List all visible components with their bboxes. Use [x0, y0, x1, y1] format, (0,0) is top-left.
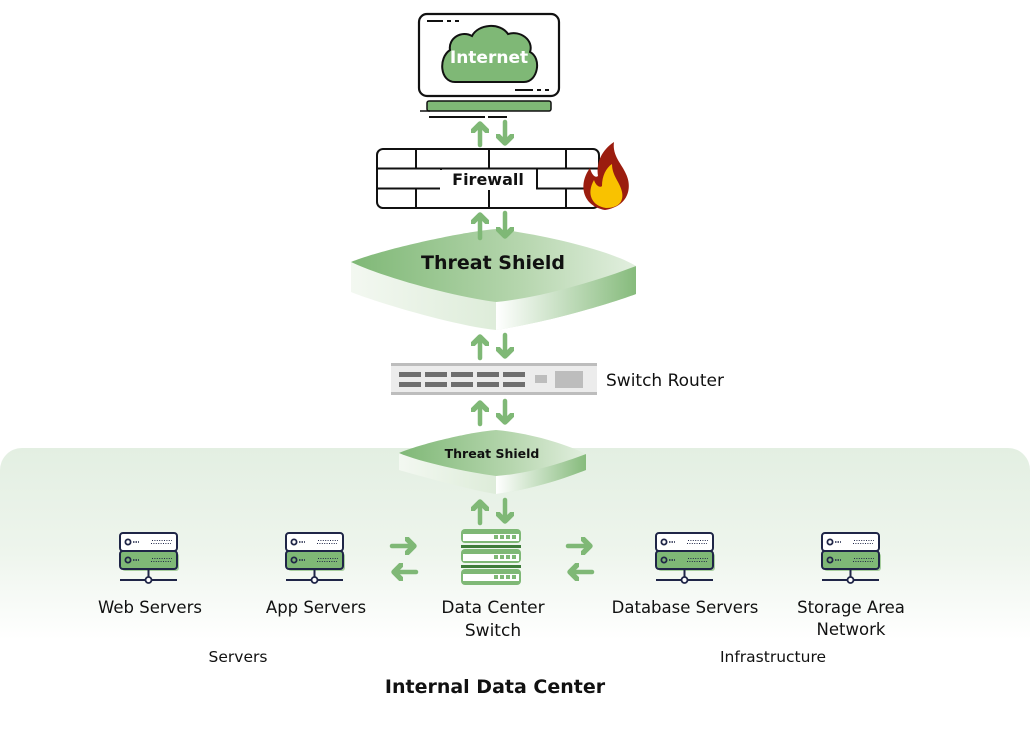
connection-dcswitch-appservers — [389, 546, 419, 572]
infrastructure-group-label: Infrastructure — [719, 648, 827, 666]
database-servers-node[interactable] — [655, 532, 716, 584]
app-servers-label: App Servers — [265, 598, 367, 617]
shield-platform-icon — [351, 229, 636, 330]
switch-router-node[interactable] — [391, 363, 597, 395]
data-center-switch-label-line1: Data Center — [441, 598, 545, 618]
data-center-switch-label-line2: Switch — [464, 621, 522, 641]
connection-firewall-shield — [480, 210, 505, 241]
servers-group-label: Servers — [208, 648, 268, 666]
internet-label: Internet — [449, 48, 529, 68]
web-servers-label: Web Servers — [98, 598, 202, 617]
switch-router-label: Switch Router — [606, 371, 724, 391]
connection-shield-dcswitch — [480, 497, 505, 526]
threat-shield-top-label: Threat Shield — [421, 252, 565, 274]
flame-icon — [583, 142, 629, 210]
storage-area-network-label-line1: Storage Area — [797, 598, 905, 617]
storage-area-network-label-line2: Network — [816, 620, 886, 639]
connection-dcswitch-dbservers — [565, 546, 595, 572]
cloud-icon — [441, 25, 539, 83]
internal-data-center-title: Internal Data Center — [384, 676, 606, 698]
internet-node[interactable] — [417, 12, 561, 118]
database-servers-label: Database Servers — [611, 598, 759, 617]
web-servers-node[interactable] — [119, 532, 179, 584]
server-stack-icon — [461, 529, 521, 585]
switch-router-icon — [391, 363, 597, 395]
server-icon — [119, 532, 179, 584]
shield-platform-icon — [399, 430, 586, 494]
threat-shield-bottom-node[interactable] — [399, 430, 586, 494]
data-center-switch-node[interactable] — [461, 529, 521, 585]
connection-router-shield — [480, 398, 505, 427]
firewall-label: Firewall — [440, 170, 536, 190]
connection-internet-firewall — [480, 119, 505, 148]
storage-area-network-node[interactable] — [821, 532, 882, 584]
app-servers-node[interactable] — [285, 532, 346, 584]
threat-shield-top-node[interactable] — [351, 229, 636, 330]
connection-shield-router — [480, 332, 505, 361]
threat-shield-bottom-label: Threat Shield — [444, 446, 540, 461]
